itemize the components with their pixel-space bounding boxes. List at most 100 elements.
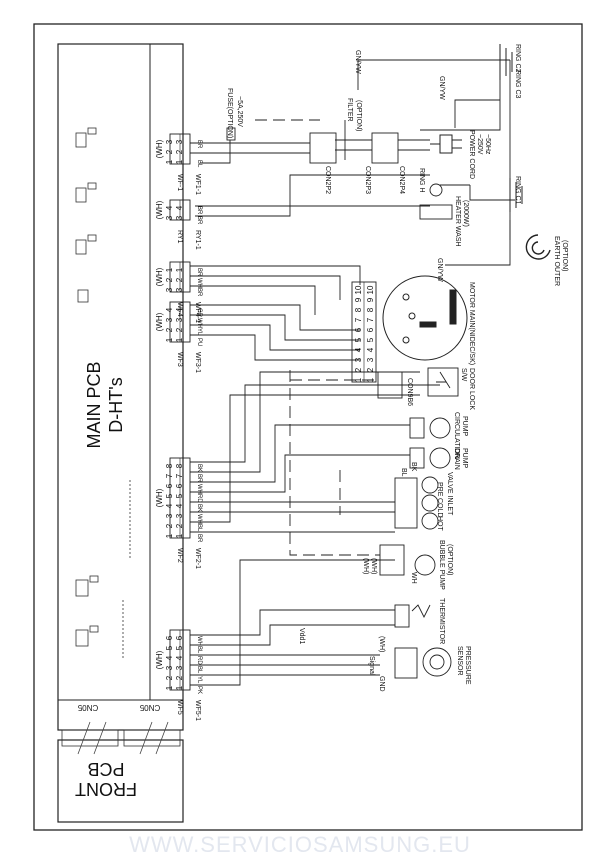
connector-pin: 5 bbox=[175, 645, 184, 650]
motor-pin: 1 bbox=[366, 377, 375, 382]
connector-name: WF-1 bbox=[176, 174, 183, 191]
connector-pin: 2 bbox=[165, 277, 174, 282]
wire-color-label: RD bbox=[196, 494, 202, 503]
motor-pin: 5 bbox=[354, 337, 363, 342]
connector-pin: 4 bbox=[165, 503, 174, 508]
wire-bk: BK bbox=[410, 462, 417, 472]
door-lock-label: DOOR LOCK bbox=[468, 368, 475, 410]
pump-symbols bbox=[409, 417, 451, 469]
connector-name: WF2 bbox=[176, 548, 183, 563]
connector-pin: 6 bbox=[165, 635, 174, 640]
connector-pin: 2 bbox=[165, 675, 174, 680]
front-pcb-line2: PCB bbox=[87, 759, 124, 779]
connector-pin: 1 bbox=[175, 533, 184, 538]
connector-mate-name: WF2-1 bbox=[194, 548, 201, 569]
connector-pin: 2 bbox=[175, 149, 184, 154]
wire-color-label: PU bbox=[196, 338, 202, 346]
door-lock-sw: S/W bbox=[460, 368, 467, 382]
connector-pin: 1 bbox=[165, 267, 174, 272]
sensor-vdd: Vdd1 bbox=[298, 628, 305, 644]
wire-color-label: BR bbox=[196, 474, 202, 483]
option-dashed-lines bbox=[255, 119, 380, 556]
filter-option: (OPTION) bbox=[355, 100, 362, 132]
wire-color-label: BK bbox=[196, 464, 202, 472]
motor-pin: 3 bbox=[366, 357, 375, 362]
motor-symbol bbox=[382, 275, 468, 361]
connector-pin: 6 bbox=[175, 483, 184, 488]
connector-mark-3: CON2P4 bbox=[398, 166, 405, 194]
connector-pin: 3 bbox=[165, 665, 174, 670]
connector-housing-label: (WH) bbox=[155, 312, 164, 331]
heater-spec: (2000W) bbox=[462, 200, 469, 227]
wire-color-label: WH bbox=[196, 514, 202, 524]
connector-pin: 3 bbox=[165, 513, 174, 518]
connector-pin: 3 bbox=[175, 139, 184, 144]
bubble-pump-symbol bbox=[379, 544, 436, 576]
connector-housing-label: (WH) bbox=[155, 267, 164, 286]
valve-hot-label: HOT bbox=[436, 516, 443, 532]
connector-mate-name: WF3-1 bbox=[194, 352, 201, 373]
pcb-small-parts bbox=[75, 127, 131, 660]
connector-pin: 4 bbox=[175, 655, 184, 660]
connector-pin: 5 bbox=[175, 493, 184, 498]
connector-pin: 5 bbox=[165, 645, 174, 650]
connector-pin: 6 bbox=[175, 635, 184, 640]
wire-wh: WH bbox=[410, 572, 417, 584]
wire-color-label: GR bbox=[196, 308, 202, 318]
wire-color-label: BR bbox=[196, 534, 202, 543]
wire-color-label: WH bbox=[196, 484, 202, 494]
watermark: WWW.SERVICIOSAMSUNG.EU bbox=[129, 832, 471, 857]
sensor-con: (WH) bbox=[378, 636, 385, 652]
earth-option: (OPTION) bbox=[561, 240, 568, 272]
connector-pin: 2 bbox=[175, 277, 184, 282]
wire-color-label: BL bbox=[196, 160, 202, 168]
bubble-con-1: (WH) bbox=[362, 558, 369, 574]
wire-color-label: WH bbox=[196, 636, 202, 646]
drain-pump-label: DRAIN bbox=[453, 448, 460, 470]
wire-color-label: PK bbox=[196, 686, 202, 694]
connector-pin: 7 bbox=[165, 473, 174, 478]
connector-name: RY1 bbox=[176, 230, 183, 244]
wire-color-label: BR bbox=[196, 216, 202, 225]
bubble-pump-option: (OPTION) bbox=[446, 544, 453, 576]
connector-pin: 2 bbox=[165, 149, 174, 154]
connector-pin: 3 bbox=[175, 287, 184, 292]
ground-symbols bbox=[499, 44, 523, 212]
power-cord-rating: ~250V bbox=[476, 134, 483, 155]
motor-pin: 1 bbox=[354, 377, 363, 382]
connector-pin: 1 bbox=[175, 159, 184, 164]
connector-pin: 1 bbox=[165, 533, 174, 538]
connector-mate-name: WF1-1 bbox=[194, 174, 201, 195]
motor-pin: 8 bbox=[354, 307, 363, 312]
wire-color-label: YL bbox=[196, 328, 202, 336]
wire-color-label: BR bbox=[196, 206, 202, 215]
motor-label: MOTOR MAIN(NIDEC/SK) bbox=[468, 282, 475, 365]
connector-pin: 5 bbox=[165, 493, 174, 498]
cn05-label-2: CN05 bbox=[139, 703, 160, 712]
connector-pin: 4 bbox=[165, 205, 174, 210]
motor-pin: 8 bbox=[366, 307, 375, 312]
ring-c1-label: RING C1 bbox=[514, 176, 521, 205]
connector-name: WF5 bbox=[176, 700, 183, 715]
connector-pin: 3 bbox=[165, 317, 174, 322]
connector-mark-1: CON2P2 bbox=[324, 166, 331, 194]
connector-pin: 4 bbox=[165, 655, 174, 660]
wire-color-label: BR bbox=[196, 140, 202, 149]
valve-pre-label: PRE bbox=[436, 482, 443, 497]
motor-pin: 10 bbox=[366, 285, 375, 294]
connector-mark-2: CON2P3 bbox=[364, 166, 371, 194]
fuse-rating: ~5A,250V bbox=[236, 96, 243, 127]
motor-pin: 6 bbox=[354, 327, 363, 332]
bubble-con-2: (WH) bbox=[370, 558, 377, 574]
filter-box bbox=[309, 120, 399, 164]
door-lock-connector: CON9B6 bbox=[406, 378, 413, 406]
connector-pin: 2 bbox=[175, 675, 184, 680]
connector-mate-name: RY1-1 bbox=[194, 230, 201, 250]
main-pcb-title: MAIN PCB bbox=[84, 361, 104, 448]
plug-icon bbox=[430, 134, 462, 154]
motor-pin: 2 bbox=[354, 367, 363, 372]
ring-c2-label: RING C2 bbox=[514, 44, 521, 73]
